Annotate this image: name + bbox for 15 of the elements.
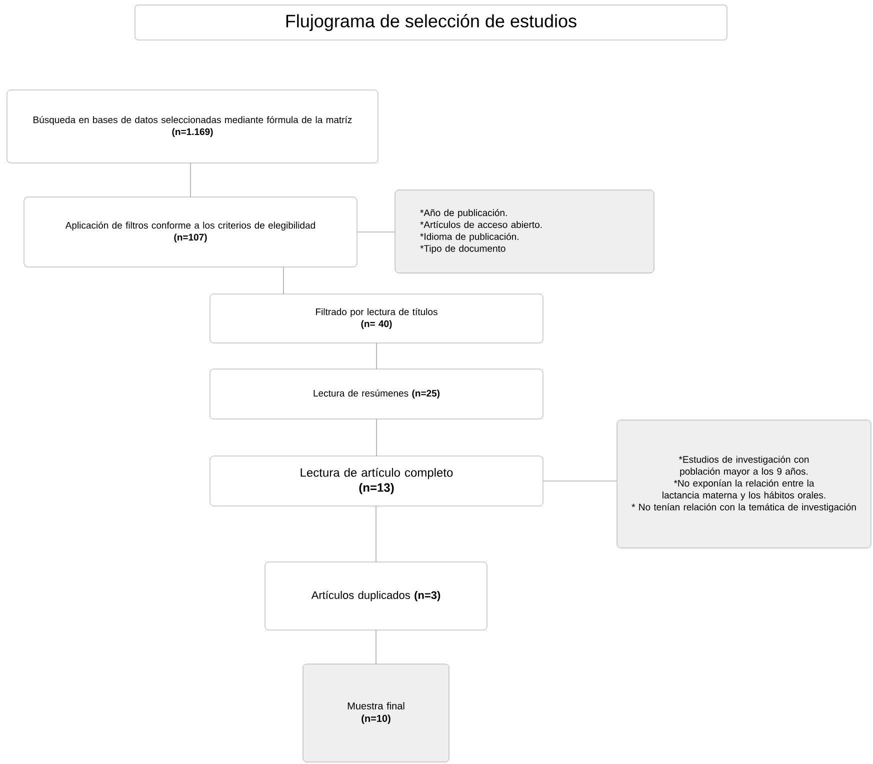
exclusion-box: *Estudios de investigación con población mayor a los 9 años. *No exponían la relación entre la lactancia materna y los hábitos orales. * No tenían relación con la temática de investigación (616, 420, 872, 548)
process-box: Lectura de artículo completo (n=13) (210, 456, 544, 506)
process-box: Filtrado por lectura de títulos (n= 40) (210, 294, 544, 344)
connector-line (283, 266, 284, 294)
connector-line (542, 480, 618, 482)
title-box: Flujograma de selección de estudios (134, 4, 728, 40)
note-box: *Año de publicación. *Artículos de acceso abierto. *Idioma de publicación. *Tipo de documento (394, 190, 654, 274)
result-box: Muestra final (n=10) (302, 664, 450, 762)
connector-line (190, 162, 191, 198)
process-box: Búsqueda en bases de datos seleccionadas mediante fórmula de la matríz (n=1.169) (6, 90, 378, 164)
process-box: Lectura de resúmenes (n=25) (210, 368, 544, 420)
connector-line (376, 342, 377, 370)
process-box: Aplicación de filtros conforme a los criterios de elegibilidad (n=107) (24, 196, 358, 268)
process-box: Artículos duplicados (n=3) (264, 562, 488, 630)
connector-line (376, 418, 377, 456)
